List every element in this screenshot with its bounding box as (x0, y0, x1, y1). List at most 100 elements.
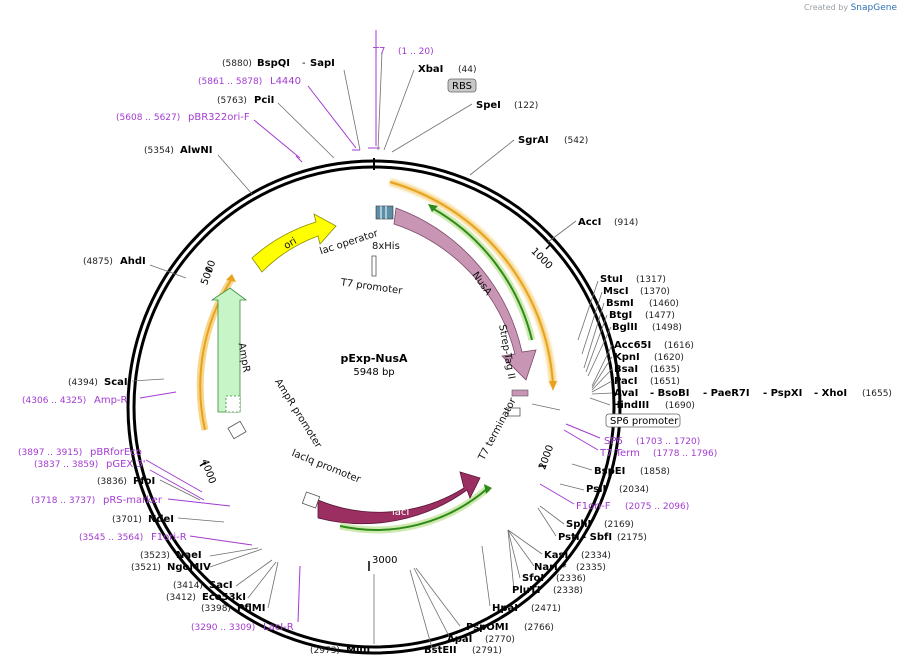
saci-pos: (3414) (173, 581, 203, 591)
bglii-name: BglII (612, 322, 638, 333)
sgrai-name: SgrAI (518, 135, 549, 146)
primer-f1ori-r-range: (3545 .. 3564) (79, 533, 143, 543)
saci-name: SacI (209, 580, 233, 591)
nusa-feature (393, 207, 537, 381)
pflmi-name: PflMI (237, 603, 265, 614)
tick-label-2000: 2000 (537, 444, 556, 472)
acc65i-pos: (1616) (664, 341, 694, 351)
watermark-prefix: Created by (804, 3, 849, 12)
primer-sp6-name: SP6 (604, 436, 623, 447)
rbs-box (447, 78, 477, 93)
mlui-pos: (2973) (310, 646, 340, 656)
psii-pos: (2034) (619, 485, 649, 495)
scai-pos: (4394) (68, 378, 98, 388)
ndei-pos: (3701) (112, 515, 142, 525)
bspei-name: BspEI (594, 466, 625, 477)
tick-4000: 4000 (198, 458, 217, 486)
bsai-name: BsaI (614, 364, 638, 375)
pcii-pos: (5763) (217, 96, 247, 106)
pspomi-name: PspOMI (466, 622, 508, 633)
ampr-feature (210, 287, 248, 413)
pluti-name: PluTI (512, 585, 540, 596)
tick-5000: 5000 (199, 259, 218, 287)
laci-feature (317, 471, 481, 525)
primer-pgex-name: pGEX 3' (106, 459, 146, 470)
ampr-promoter-block (225, 395, 241, 413)
eco53ki-name: Eco53kI (202, 592, 246, 603)
pspxi-name: - PspXI (763, 388, 802, 399)
plasmid-name: pExp-NusA (340, 352, 408, 365)
created-by-watermark: Created by SnapGene (804, 3, 897, 13)
orf-green-right-arrowhead (428, 204, 438, 212)
orf-arc-left-arrowhead (226, 274, 236, 282)
paci-pos: (1651) (650, 377, 680, 387)
tick-3000: 3000 (368, 555, 397, 571)
ahdi-name: AhdI (120, 256, 146, 267)
primer-prs-range: (3718 .. 3737) (31, 496, 95, 506)
ndei-name: NdeI (148, 514, 174, 525)
pluti-pos: (2338) (553, 586, 583, 596)
strep-tag-marker (511, 389, 529, 397)
ngomiv-pos: (3521) (131, 563, 161, 573)
btgi-pos: (1477) (645, 311, 675, 321)
ahdi-pos: (4875) (83, 257, 113, 267)
tick-label-3000: 3000 (372, 555, 397, 566)
hindiii-name: HindIII (612, 400, 649, 411)
paer7i-name: - PaeR7I (703, 388, 750, 399)
sfoi-name: SfoI (522, 573, 544, 584)
acci-pos: (914) (614, 218, 638, 228)
primer-t7term-range: (1778 .. 1796) (653, 449, 717, 459)
primer-ampr-range: (4306 .. 4325) (22, 396, 86, 406)
t7-terminator-marker (507, 407, 521, 417)
xbai-pos: (44) (458, 65, 476, 75)
bsai-pos: (1635) (650, 365, 680, 375)
xhoi-name: - XhoI (814, 388, 847, 399)
primer-f1ori-f-name: F1ori-F (576, 501, 611, 512)
acc65i-name: Acc65I (614, 340, 651, 351)
his-tag-block (375, 205, 394, 220)
his-tag-label: 8xHis (372, 241, 400, 252)
bsmi-name: BsmI (606, 298, 634, 309)
sp6-promoter-label: SP6 promoter (610, 416, 679, 427)
primer-ampr-name: Amp-R (94, 395, 128, 406)
primer-laci-r-name: LacI-R (263, 622, 294, 633)
kasi-name: KasI (544, 550, 568, 561)
bspqi-pos: (5880) (222, 59, 252, 69)
mlui-name: MluI (346, 645, 370, 656)
sphi-name: SphI (566, 519, 591, 530)
pspomi-pos: (2766) (524, 623, 554, 633)
primer-pbr322ori-name: pBR322ori-F (188, 112, 250, 123)
avai-pos: (1655) (862, 389, 892, 399)
orf-arc-right-orange-core (389, 181, 554, 386)
sfoi-pos: (2336) (556, 574, 586, 584)
primer-f1ori-r-name: F1ori-R (151, 532, 187, 543)
paci-name: PacI (614, 376, 637, 387)
naei-name: NaeI (176, 550, 202, 561)
scai-name: ScaI (104, 377, 128, 388)
naei-pos: (3523) (140, 551, 170, 561)
pfoi-pos: (3836) (97, 477, 127, 487)
hpai-pos: (2471) (531, 604, 561, 614)
kasi-pos: (2334) (581, 551, 611, 561)
ampr-promoter-label: AmpR promoter (272, 377, 324, 451)
psii-name: PsiI (586, 484, 606, 495)
plasmid-size: 5948 bp (353, 367, 394, 378)
orf-arc-bottom-green-core (339, 487, 489, 531)
primer-pbrforeco-name: pBRforEco (90, 447, 142, 458)
bspei-pos: (1858) (640, 467, 670, 477)
primer-f1ori-f-range: (2075 .. 2096) (625, 502, 689, 512)
msci-pos: (1370) (640, 287, 670, 297)
primer-t7-range: (1 .. 20) (398, 47, 434, 57)
tick-2000: 2000 (537, 444, 556, 472)
apai-name: ApaI (447, 634, 472, 645)
apai-pos: (2770) (485, 635, 515, 645)
xbai-name: XbaI (418, 64, 443, 75)
spei-pos: (122) (514, 101, 538, 111)
orf-arc-right-arrowhead (549, 381, 557, 391)
psti-name: PstI (558, 532, 580, 543)
bspqi-sep: - (302, 58, 306, 69)
t7-promoter-marker (371, 255, 377, 277)
msci-name: MscI (603, 286, 629, 297)
ori-feature (251, 213, 337, 273)
